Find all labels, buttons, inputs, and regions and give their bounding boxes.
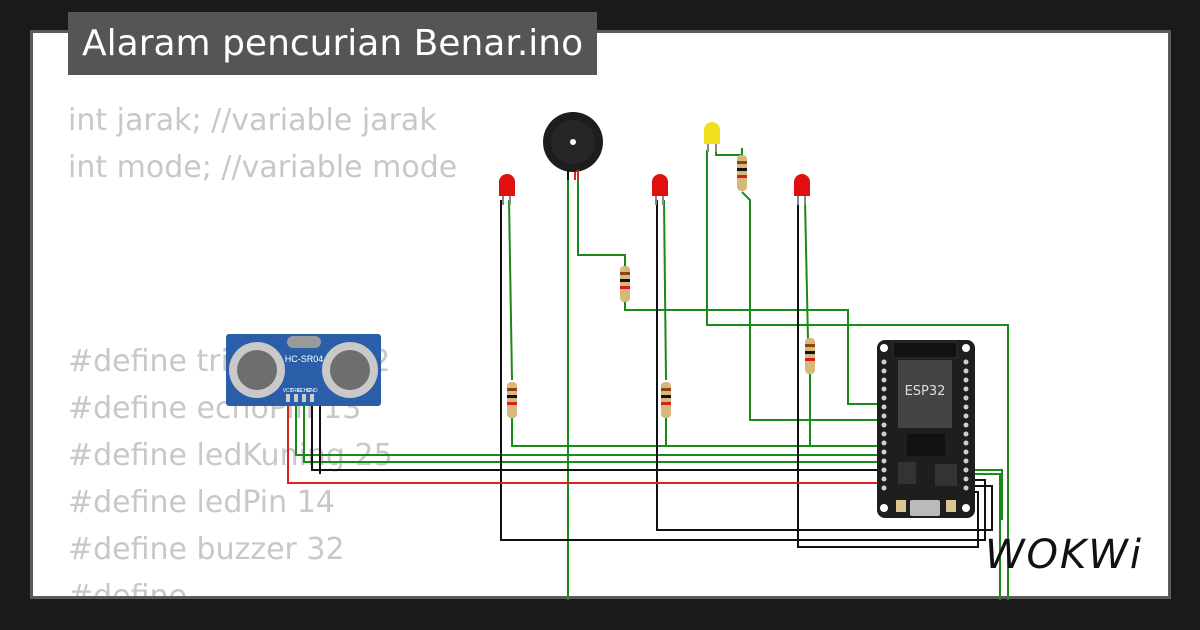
resistor-2[interactable] [737, 155, 747, 191]
code-line-10: #define ... [68, 579, 225, 596]
project-title: Alaram pencurian Benar.ino [68, 12, 598, 75]
led-red-3[interactable] [794, 174, 810, 205]
led-red-2[interactable] [652, 174, 668, 205]
sensor-pin-trig: TRIG [290, 388, 302, 394]
code-line-1: int jarak; //variable jarak [68, 103, 437, 138]
resistor-5[interactable] [805, 338, 815, 374]
led-yellow[interactable] [704, 122, 720, 152]
code-line-8: #define ledPin 14 [68, 485, 335, 520]
code-line-2: int mode; //variable mode [68, 150, 458, 185]
resistor-4[interactable] [661, 382, 671, 418]
sensor-label: HC-SR04 [285, 354, 324, 364]
ultrasonic-sensor[interactable]: HC-SR04 VCC TRIG ECHO GND [226, 334, 381, 406]
wokwi-logo: WOKWi [985, 532, 1143, 578]
black-wires [311, 200, 993, 548]
code-line-9: #define buzzer 32 [68, 532, 345, 567]
board-label: ESP32 [905, 384, 946, 399]
sensor-pin-vcc: VCC [283, 388, 294, 394]
esp32-board[interactable]: ESP32 [877, 340, 975, 518]
led-red-1[interactable] [499, 174, 515, 205]
sensor-pin-gnd: GND [306, 388, 318, 394]
buzzer[interactable] [543, 112, 603, 180]
resistor-3[interactable] [507, 382, 517, 418]
resistor-1[interactable] [620, 266, 630, 302]
sensor-pin-echo: ECHO [297, 388, 312, 394]
red-wires [287, 172, 888, 484]
